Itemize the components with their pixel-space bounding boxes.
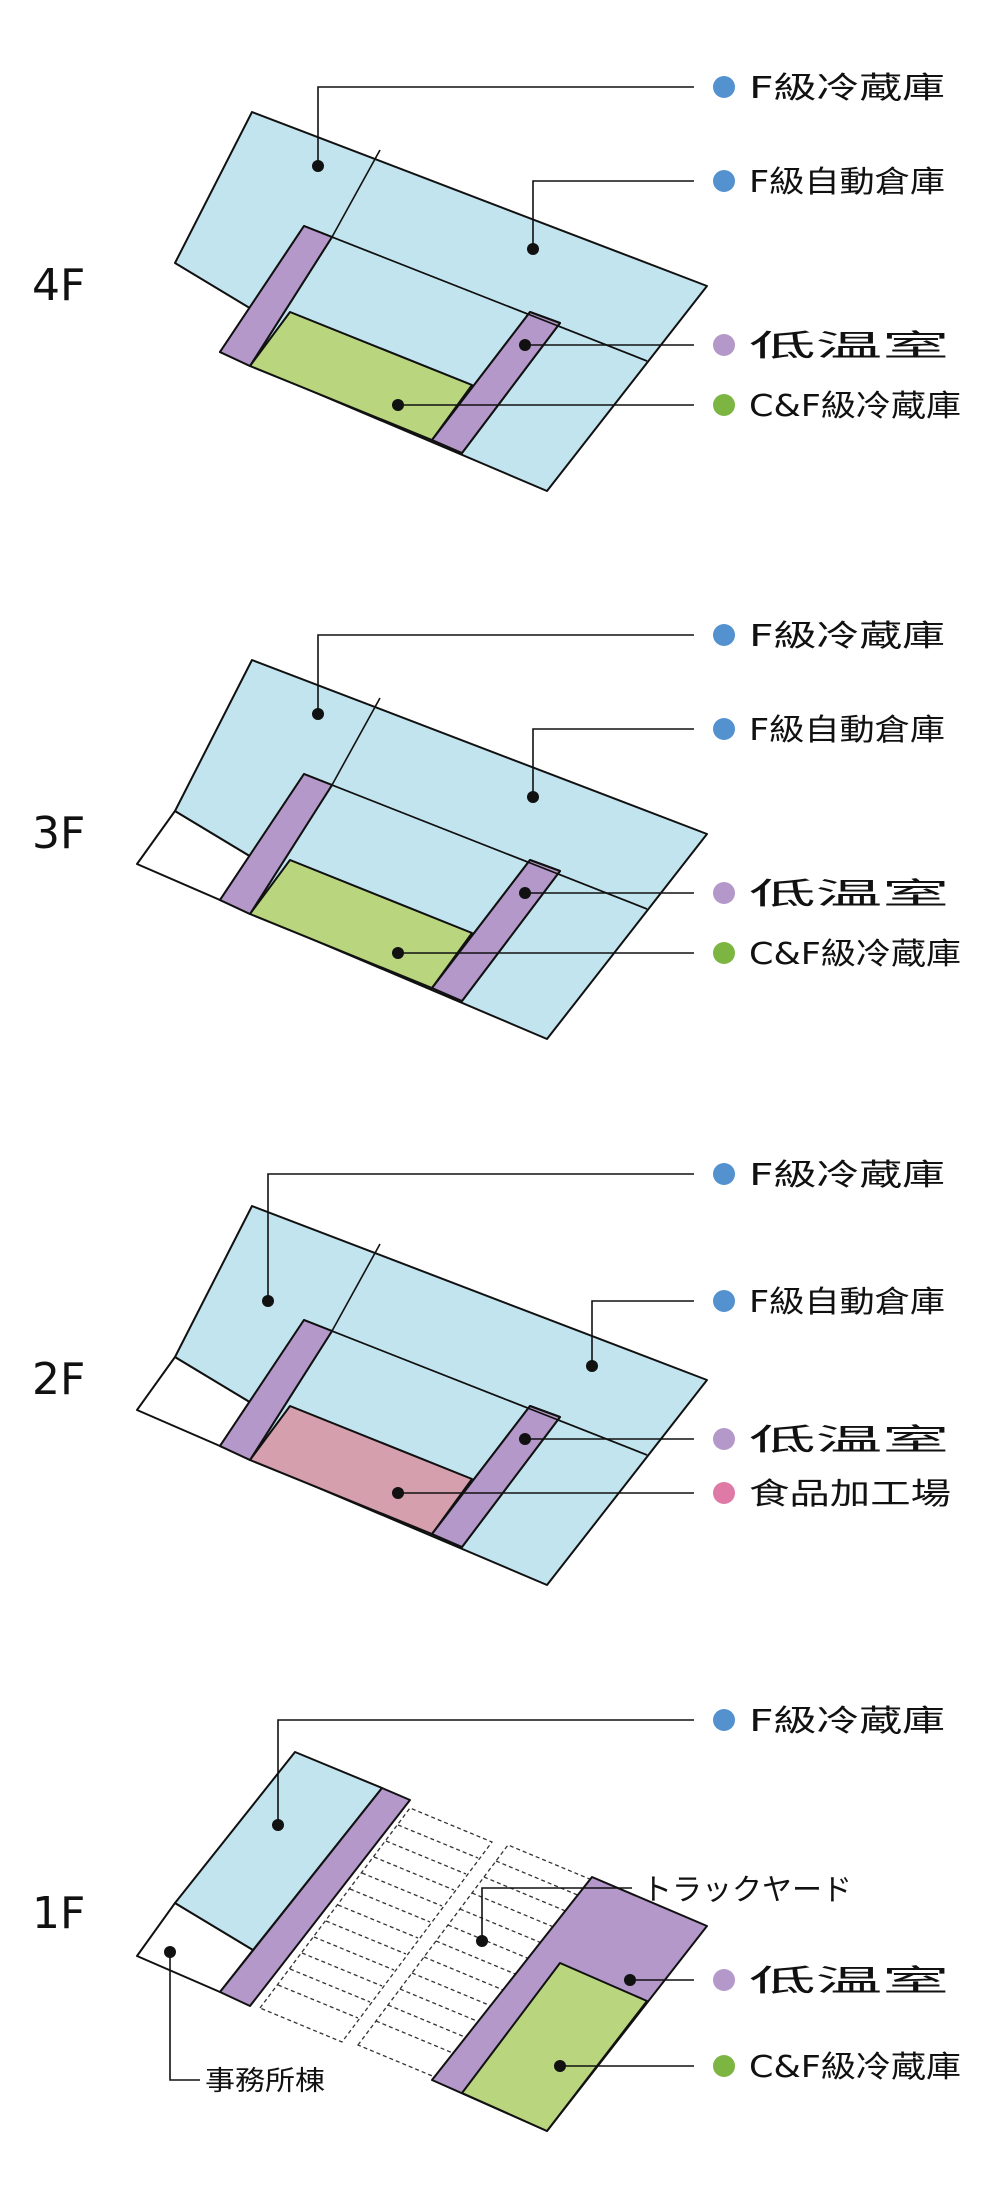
leader-line <box>481 1887 632 1941</box>
cf-cold-storage-zone <box>461 1962 648 2132</box>
legend-label: F級冷蔵庫 <box>749 619 945 654</box>
legend-label: 食品加工場 <box>749 1477 951 1512</box>
floor-1f-plan: 1F トラックヤード 事務所棟 F級冷蔵庫 低温室 C&F級冷蔵庫 <box>32 1704 961 2132</box>
legend-label: 低温室 <box>749 1423 949 1458</box>
legend-dot <box>713 1969 735 1991</box>
legend-dot <box>713 1428 735 1450</box>
legend-label: F級冷蔵庫 <box>749 1704 945 1739</box>
floor-label-4f: 4F <box>32 260 85 311</box>
legend-label: 低温室 <box>749 329 949 364</box>
truck-yard-bays-right <box>356 1844 594 2081</box>
office-block-label: 事務所棟 <box>205 2066 325 2097</box>
legend-label: F級自動倉庫 <box>749 165 945 200</box>
legend-dot <box>713 882 735 904</box>
legend-dot <box>713 1709 735 1731</box>
legend-dot <box>713 942 735 964</box>
leader-line <box>169 1952 200 2081</box>
low-temp-column-left <box>219 1787 411 2007</box>
legend-label: F級自動倉庫 <box>749 1285 945 1320</box>
legend-dot <box>713 2055 735 2077</box>
leader-line <box>267 1173 694 1301</box>
floor-label-2f: 2F <box>32 1354 85 1405</box>
floor-2f-plan: 2F F級冷蔵庫 F級自動倉庫 低温室 食品加工場 <box>32 1158 951 1586</box>
floor-4f-plan: 4F F級冷蔵庫 F級自動倉庫 低温室 C&F級冷蔵庫 <box>32 71 961 492</box>
truck-yard-label: トラックヤード <box>642 1873 852 1908</box>
leader-line <box>532 728 694 797</box>
legend-label: C&F級冷蔵庫 <box>749 937 961 972</box>
legend-label: C&F級冷蔵庫 <box>749 389 961 424</box>
leader-line <box>277 1719 694 1825</box>
legend-label: C&F級冷蔵庫 <box>749 2050 961 2085</box>
leader-line <box>317 86 694 166</box>
legend-label: 低温室 <box>749 1964 949 1999</box>
legend-label: 低温室 <box>749 877 949 912</box>
leader-line <box>591 1300 694 1366</box>
legend-dot <box>713 334 735 356</box>
floor-label-3f: 3F <box>32 808 85 859</box>
leader-line <box>317 634 694 714</box>
legend-dot <box>713 718 735 740</box>
legend-dot <box>713 1163 735 1185</box>
floor-label-1f: 1F <box>32 1888 85 1939</box>
legend-label: F級冷蔵庫 <box>749 71 945 106</box>
legend-dot <box>713 1482 735 1504</box>
legend-dot <box>713 1290 735 1312</box>
legend-dot <box>713 394 735 416</box>
legend-label: F級冷蔵庫 <box>749 1158 945 1193</box>
legend-dot <box>713 624 735 646</box>
legend-dot <box>713 76 735 98</box>
legend-label: F級自動倉庫 <box>749 713 945 748</box>
floor-3f-plan: 3F F級冷蔵庫 F級自動倉庫 低温室 C&F級冷蔵庫 <box>32 619 961 1040</box>
legend-dot <box>713 170 735 192</box>
truck-yard-bays-left <box>258 1807 494 2043</box>
leader-line <box>532 180 694 249</box>
